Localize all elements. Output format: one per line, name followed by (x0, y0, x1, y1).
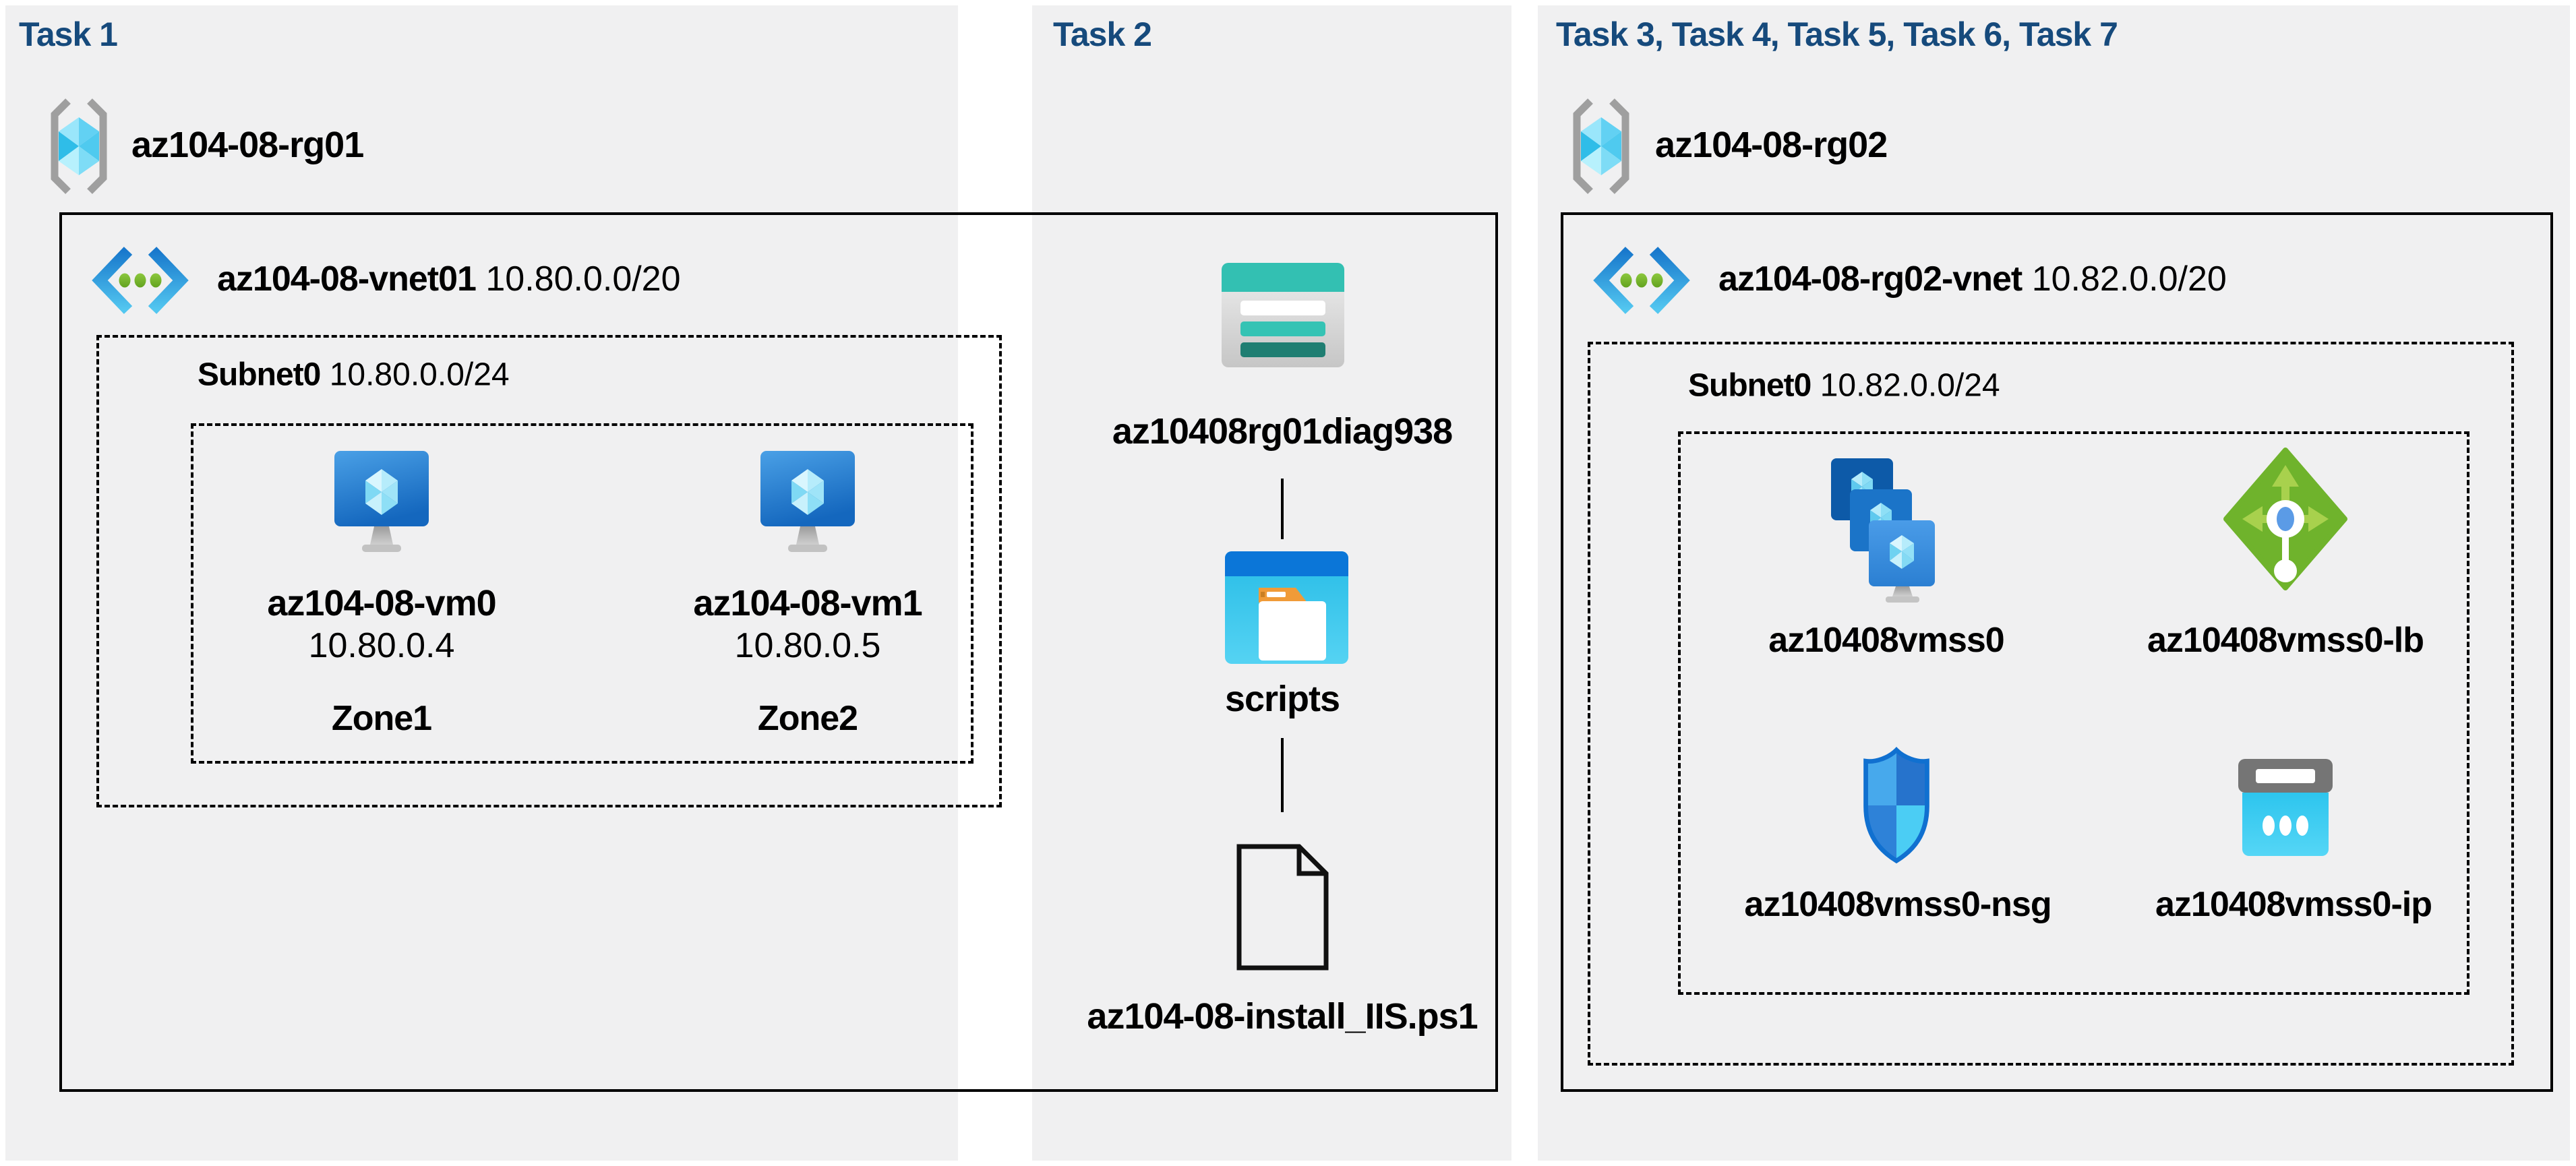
vm-ip: 10.80.0.4 (308, 626, 455, 665)
subnet-name-text: Subnet0 (198, 357, 321, 393)
network-security-group-icon (1863, 747, 1929, 864)
subnet-cidr-text: 10.80.0.0/24 (329, 357, 510, 393)
vm-name: az104-08-vm0 (267, 583, 496, 623)
blob-container-icon (1225, 551, 1348, 664)
storage-account-name: az10408rg01diag938 (1112, 411, 1453, 452)
subnet-cidr-text: 10.82.0.0/24 (1820, 367, 2000, 404)
resource-group-icon (51, 98, 107, 194)
resource-group-icon (1573, 98, 1629, 194)
script-file-icon (1236, 844, 1329, 971)
subnet-name-text: Subnet0 (1688, 367, 1811, 404)
vnet-name-text: az104-08-rg02-vnet (1718, 259, 2023, 299)
vnet2-boundary-box (1561, 212, 2553, 1092)
virtual-network-icon (92, 247, 189, 314)
subnet-label: Subnet0 10.82.0.0/24 (1688, 367, 2000, 404)
task1-panel (5, 5, 958, 1161)
vnet-name: az104-08-rg02-vnet 10.82.0.0/20 (1718, 259, 2227, 299)
connector-line (1281, 479, 1284, 539)
subnet2-box (1588, 342, 2514, 1066)
task3-heading: Task 3, Task 4, Task 5, Task 6, Task 7 (1556, 16, 2118, 53)
load-balancer-icon (2223, 448, 2347, 590)
resource-group-name: az104-08-rg02 (1655, 125, 1888, 165)
subnet1-inner-box (191, 423, 974, 764)
public-ip-icon (2238, 759, 2333, 856)
task3-panel (1538, 5, 2570, 1161)
resource-group-name: az104-08-rg01 (131, 125, 364, 165)
public-ip-name: az10408vmss0-ip (2155, 885, 2432, 924)
subnet-label: Subnet0 10.80.0.0/24 (198, 357, 510, 394)
virtual-machine-icon (760, 451, 855, 552)
vm-zone: Zone1 (331, 699, 432, 738)
vnet1-boundary-box (59, 212, 1498, 1092)
vnet-cidr-text: 10.82.0.0/20 (2031, 259, 2227, 299)
script-file-name: az104-08-install_IIS.ps1 (1087, 996, 1478, 1037)
task2-heading: Task 2 (1053, 16, 1152, 53)
vm-scale-set-icon (1831, 458, 1935, 603)
load-balancer-name: az10408vmss0-lb (2147, 621, 2424, 660)
nsg-name: az10408vmss0-nsg (1744, 885, 2051, 924)
virtual-machine-icon (334, 451, 429, 552)
vnet-name-text: az104-08-vnet01 (217, 259, 477, 299)
subnet2-inner-box (1678, 431, 2469, 995)
vmss-name: az10408vmss0 (1768, 621, 2004, 660)
vm-ip: 10.80.0.5 (734, 626, 881, 665)
task1-heading: Task 1 (19, 16, 118, 53)
vm-name: az104-08-vm1 (693, 583, 922, 623)
subnet1-box (96, 335, 1002, 807)
storage-account-icon (1222, 263, 1344, 367)
vnet-cidr-text: 10.80.0.0/20 (485, 259, 681, 299)
virtual-network-icon (1593, 247, 1690, 314)
vnet-name: az104-08-vnet01 10.80.0.0/20 (217, 259, 681, 299)
vm-zone: Zone2 (757, 699, 858, 738)
connector-line (1281, 738, 1284, 812)
container-name: scripts (1224, 679, 1340, 719)
